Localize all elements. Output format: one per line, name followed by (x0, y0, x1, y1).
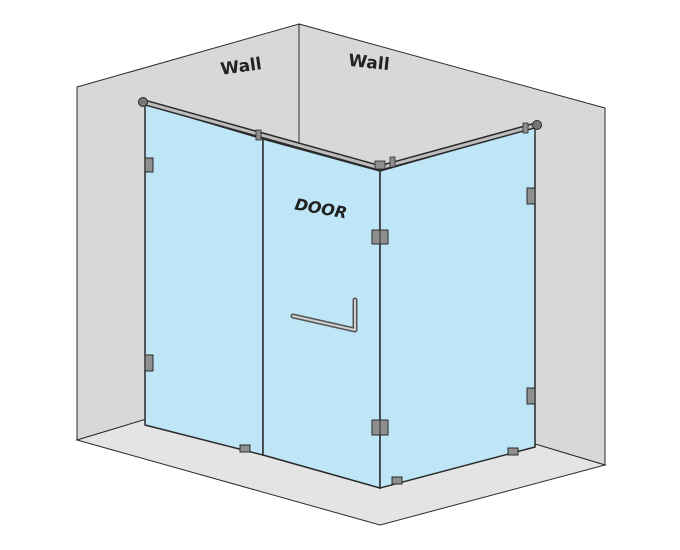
bar-joint (389, 156, 396, 168)
fixed-glass-panel-left (144, 102, 264, 456)
door-handle (290, 297, 358, 333)
fixed-glass-panel-right (379, 126, 536, 489)
floor-clamp (507, 447, 519, 456)
bar-corner-joint (374, 160, 386, 170)
wall-clamp (526, 387, 536, 405)
bar-end-cap-left (138, 97, 148, 107)
glass-panels (144, 102, 536, 489)
support-bar (138, 97, 542, 171)
wall-clamp (144, 157, 154, 173)
bar-joint (522, 122, 529, 134)
bar-end-cap-right (532, 120, 542, 130)
wall-label-right: Wall (347, 51, 390, 75)
glass-door-panel (262, 138, 381, 489)
wall-clamp (526, 187, 536, 205)
wall-clamp (144, 354, 154, 372)
hardware (144, 157, 536, 485)
bar-joint (255, 129, 262, 141)
floor-clamp (391, 476, 403, 485)
floor-clamp (239, 444, 251, 453)
